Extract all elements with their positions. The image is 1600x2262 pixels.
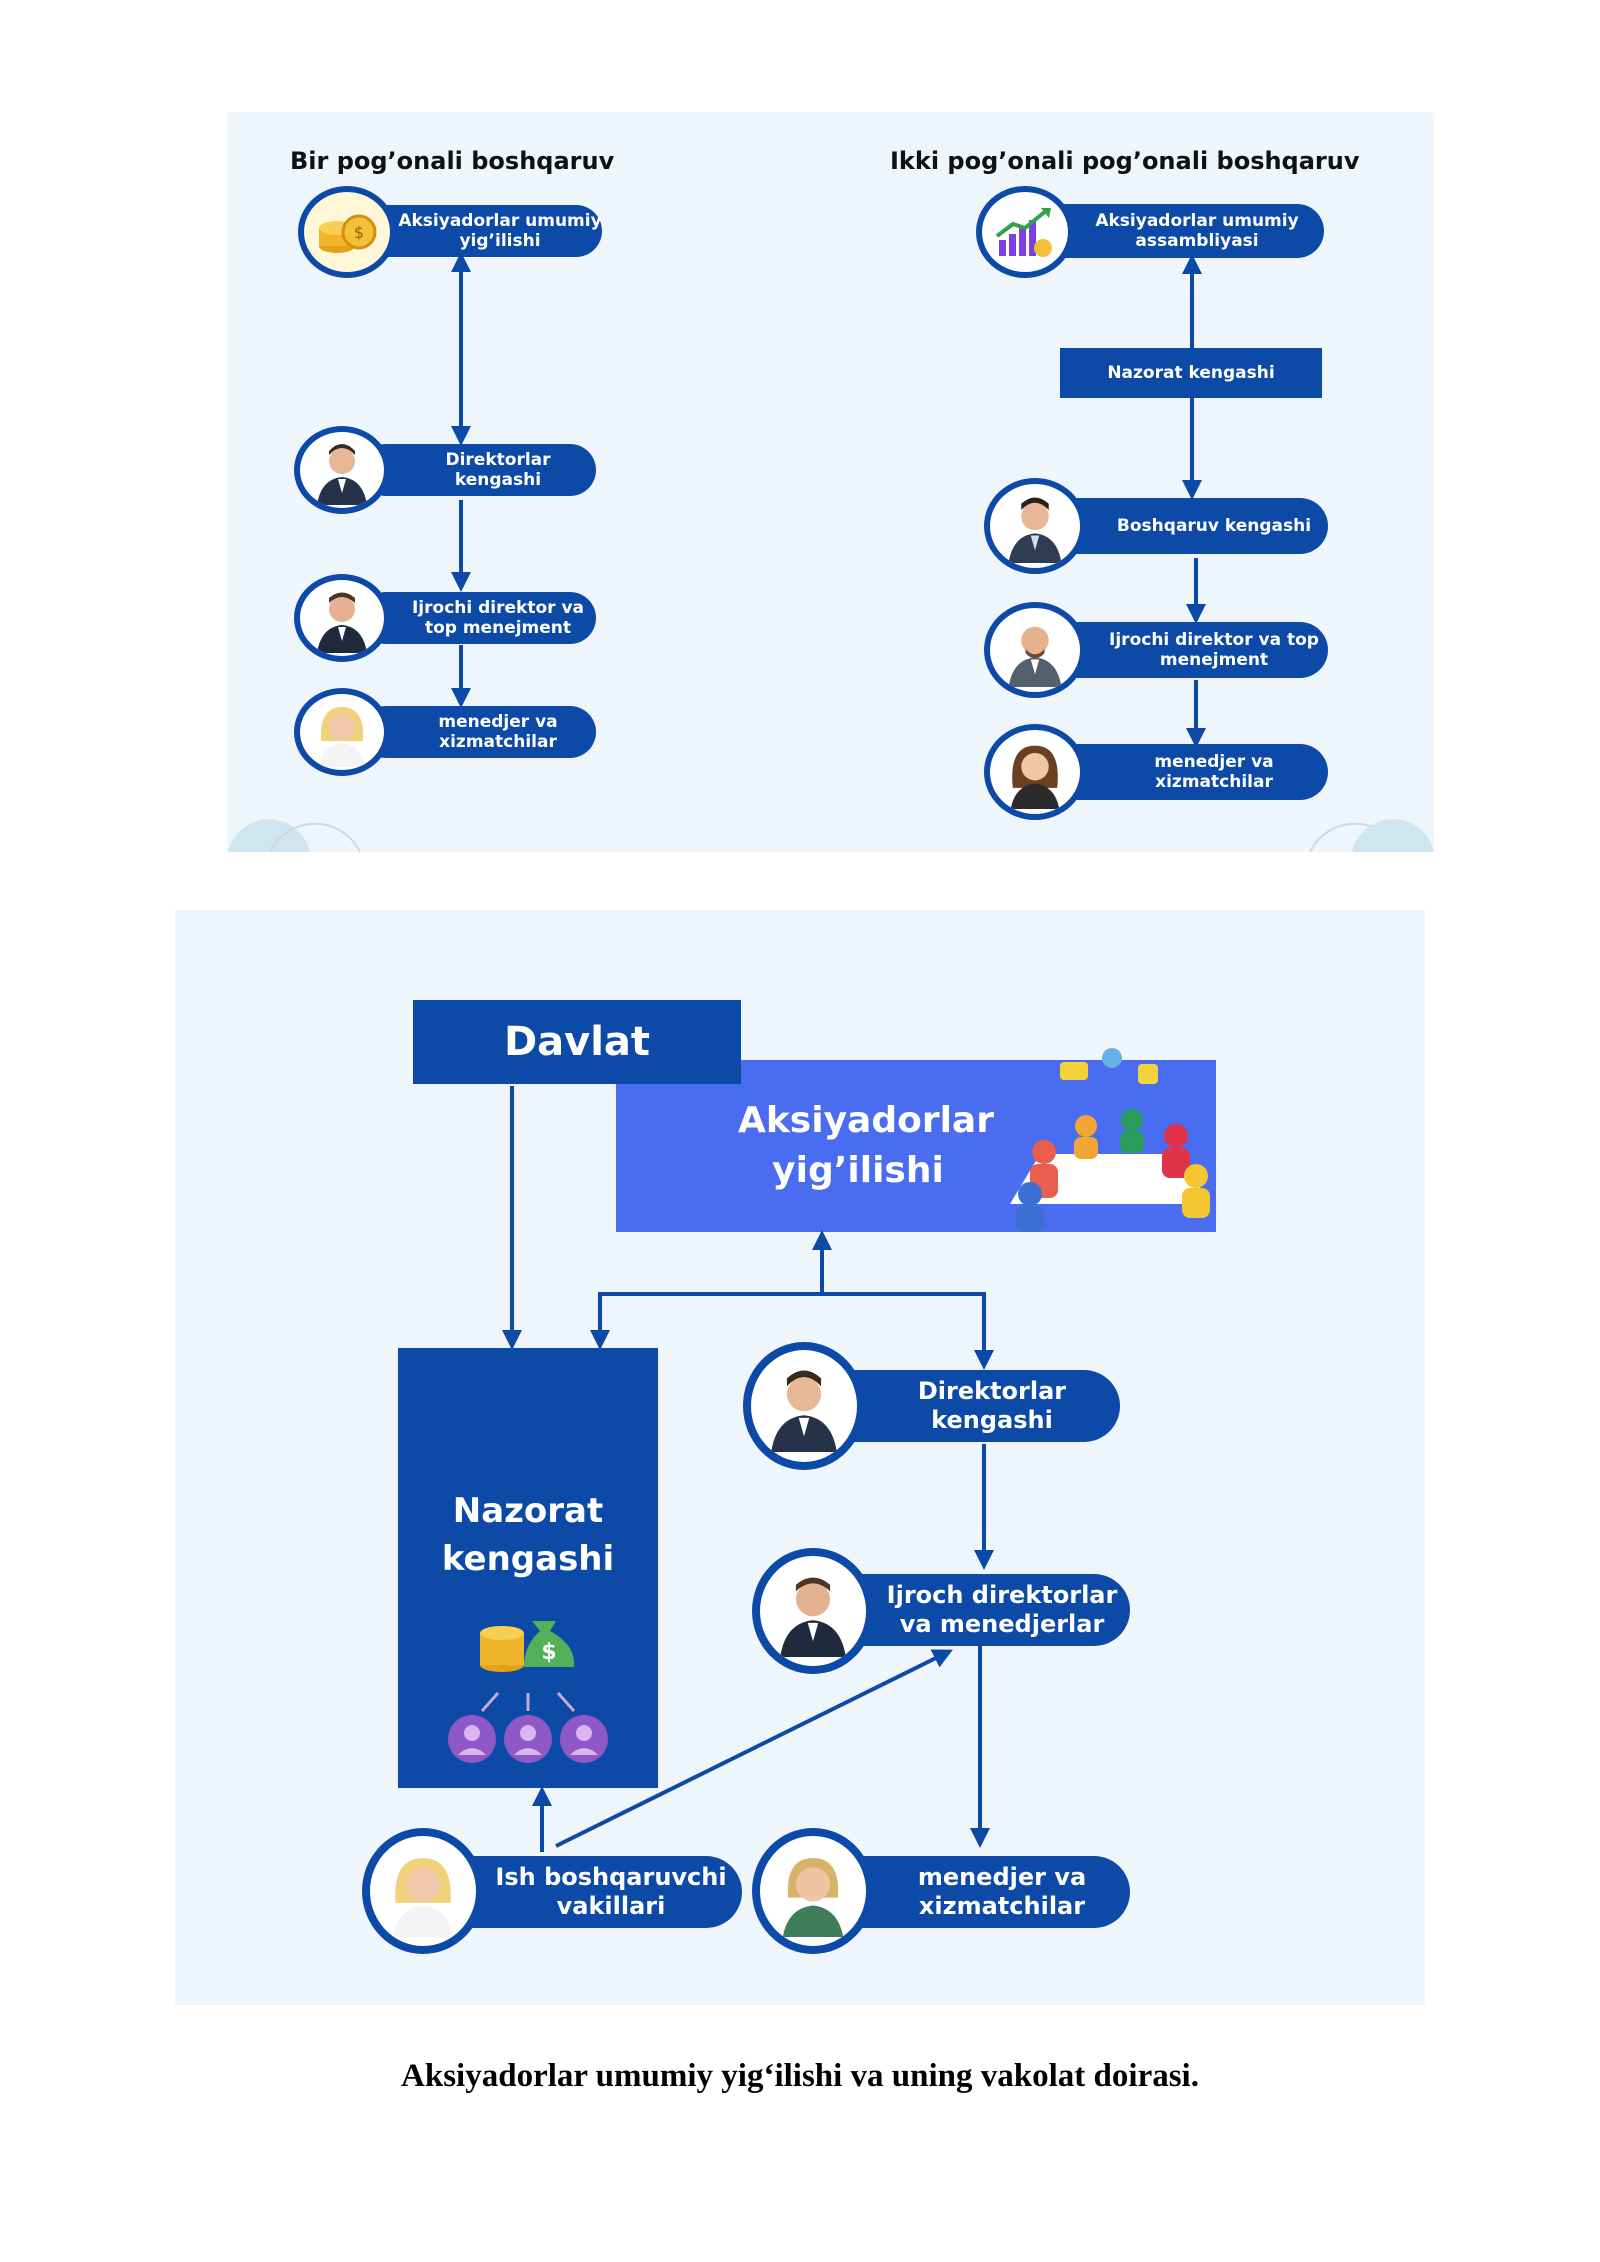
supervisory-board-label: Nazorat kengashi: [441, 1491, 615, 1579]
businessman-icon: [984, 602, 1086, 698]
state-box: Davlat: [413, 1000, 741, 1084]
left-node-managers-staff: menedjer va xizmatchilar: [360, 706, 596, 758]
growth-chart-icon: [976, 186, 1074, 278]
right-diagram-title: Ikki pog’onali pog’onali boshqaruv: [890, 147, 1360, 175]
left-node-board-of-directors: Direktorlar kengashi: [360, 444, 596, 496]
woman-icon: [294, 688, 390, 776]
right-node-supervisory-board: Nazorat kengashi: [1060, 348, 1322, 398]
right-node-executive-director: Ijrochi direktor va top menejment: [1050, 622, 1328, 678]
right-node-management-board: Boshqaruv kengashi: [1050, 498, 1328, 554]
shareholders-meeting-label: Aksiyadorlar yig’ilishi: [738, 1099, 994, 1191]
money-bag-icon: $: [448, 1621, 608, 1764]
left-node-executive-director: Ijrochi direktor va top menejment: [360, 592, 596, 644]
supervisory-board-box: Nazorat kengashi $: [398, 1348, 658, 1788]
left-node-shareholders-meeting: Aksiyadorlar umumiy yig’ilishi: [360, 205, 602, 257]
left-diagram-title: Bir pog’onali boshqaruv: [290, 147, 615, 175]
businessman-icon: [743, 1342, 865, 1470]
woman-icon: [752, 1828, 874, 1954]
businessman-icon: [984, 478, 1086, 574]
woman-icon: [362, 1828, 484, 1954]
coins-icon: $: [298, 186, 396, 278]
svg-text:$: $: [354, 223, 364, 242]
meeting-people-icon: [1010, 1048, 1210, 1232]
businessman-icon: [752, 1548, 874, 1674]
right-node-shareholders-assembly: Aksiyadorlar umumiy assambliyasi: [1040, 204, 1324, 258]
woman-icon: [984, 724, 1086, 820]
businessman-icon: [294, 426, 390, 514]
svg-text:$: $: [541, 1640, 556, 1665]
businessman-icon: [294, 574, 390, 662]
figure-caption: Aksiyadorlar umumiy yig‘ilishi va uning …: [401, 2058, 1199, 2094]
right-node-managers-staff: menedjer va xizmatchilar: [1050, 744, 1328, 800]
